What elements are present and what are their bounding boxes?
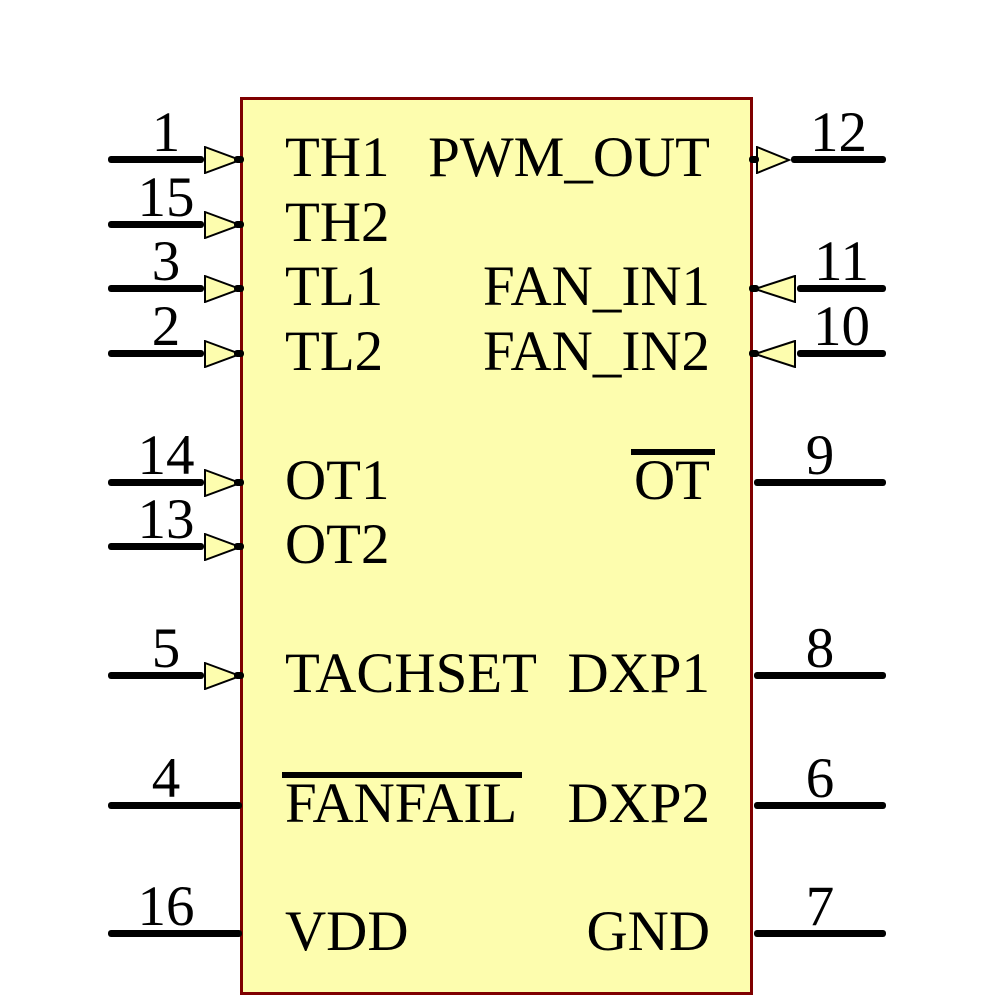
pin-1-label: TH1 — [285, 126, 390, 189]
pin-15-input-arrow-icon — [204, 211, 242, 239]
pin-8-label: DXP1 — [567, 642, 710, 705]
pin-14-number: 14 — [137, 424, 195, 487]
pin-1-input-arrow-icon — [204, 146, 242, 174]
pin-6-line — [754, 802, 886, 809]
pin-3-line — [108, 285, 204, 292]
pin-5-number: 5 — [151, 617, 181, 680]
pin-3-stub — [234, 285, 244, 292]
pin-11-line — [797, 285, 886, 292]
pin-5-line — [108, 672, 204, 679]
pin-16-line — [108, 930, 242, 937]
pin-14-input-arrow-icon — [204, 469, 242, 497]
pin-16-label: VDD — [285, 900, 409, 963]
pin-2-number: 2 — [151, 295, 181, 358]
pin-1-number: 1 — [151, 101, 181, 164]
pin-7-number: 7 — [805, 875, 835, 938]
pin-15-line — [108, 221, 204, 228]
pin-5-stub — [234, 672, 244, 679]
pin-3-number: 3 — [151, 230, 181, 293]
pin-15-number: 15 — [137, 166, 195, 229]
pin-8-number: 8 — [805, 617, 835, 680]
pin-13-stub — [234, 543, 244, 550]
pin-3-label: TL1 — [285, 255, 384, 318]
pin-12-output-arrow-icon — [756, 146, 791, 174]
pin-2-line — [108, 350, 204, 357]
pin-13-line — [108, 543, 204, 550]
pin-3-input-arrow-icon — [204, 275, 242, 303]
pin-10-label: FAN_IN2 — [483, 320, 710, 383]
pin-5-label: TACHSET — [285, 642, 537, 705]
pin-14-line — [108, 479, 204, 486]
pin-11-stub — [749, 285, 759, 292]
pin-8-line — [754, 672, 886, 679]
ic-body — [240, 97, 753, 995]
pin-7-label: GND — [586, 900, 711, 963]
pin-9-label: OT — [631, 449, 715, 512]
pin-1-stub — [234, 156, 244, 163]
pin-13-label: OT2 — [285, 513, 390, 576]
pin-14-stub — [234, 479, 244, 486]
pin-12-label: PWM_OUT — [428, 126, 710, 189]
pin-2-label: TL2 — [285, 320, 384, 383]
pin-11-number: 11 — [814, 230, 869, 293]
pin-6-label: DXP2 — [567, 772, 710, 835]
pin-15-stub — [234, 221, 244, 228]
pin-5-input-arrow-icon — [204, 662, 242, 690]
pin-15-label: TH2 — [285, 191, 390, 254]
pin-4-label: FANFAIL — [281, 772, 523, 835]
pin-16-number: 16 — [137, 875, 195, 938]
pin-11-input-arrow-icon — [754, 275, 796, 303]
pin-2-input-arrow-icon — [204, 340, 242, 368]
pin-12-line — [791, 156, 886, 163]
pin-4-line — [108, 802, 242, 809]
pin-13-input-arrow-icon — [204, 533, 242, 561]
pin-10-line — [797, 350, 886, 357]
pin-9-number: 9 — [805, 424, 835, 487]
pin-12-number: 12 — [810, 101, 867, 164]
pin-9-line — [754, 479, 886, 486]
pin-13-number: 13 — [137, 488, 195, 551]
pin-12-stub — [749, 156, 759, 163]
pin-10-stub — [749, 350, 759, 357]
pin-2-stub — [234, 350, 244, 357]
pin-11-label: FAN_IN1 — [483, 255, 710, 318]
pin-1-line — [108, 156, 204, 163]
pin-10-input-arrow-icon — [754, 340, 796, 368]
pin-4-number: 4 — [151, 747, 181, 810]
pin-10-number: 10 — [813, 295, 870, 358]
pin-7-line — [754, 930, 886, 937]
pin-6-number: 6 — [805, 747, 835, 810]
pin-14-label: OT1 — [285, 449, 390, 512]
